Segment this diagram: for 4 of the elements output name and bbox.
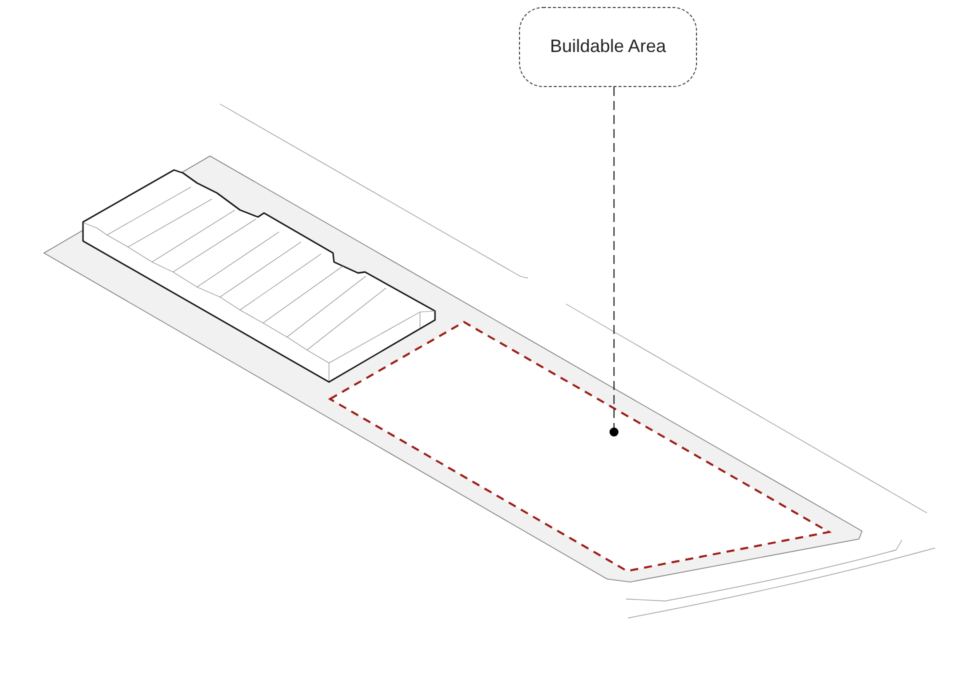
callout-bubble [519,7,697,87]
buildable-area-outline [328,320,832,572]
leader-line [610,87,618,436]
callout-label: Buildable Area [550,36,666,58]
